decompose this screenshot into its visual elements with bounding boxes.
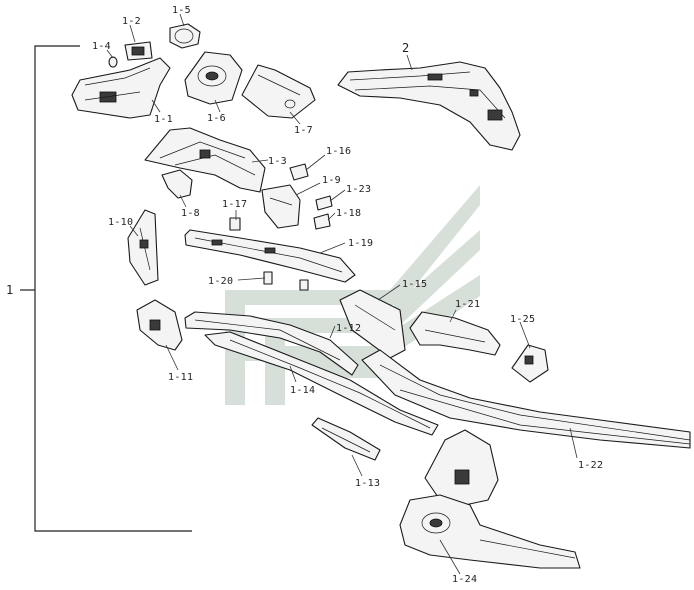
label-1-11: 1-11 [168,372,193,383]
part-1-10 [127,209,159,286]
part-2 [337,61,521,151]
part-1-14 [204,331,439,436]
part-1-15 [339,289,406,359]
part-1-2 [124,41,153,61]
label-1-20: 1-20 [208,276,233,287]
label-1-3: 1-3 [268,156,287,167]
part-1-16 [289,163,309,181]
part-1-20 [263,271,309,291]
part-1-12 [184,311,359,376]
label-1-16: 1-16 [326,146,351,157]
part-1-17 [229,217,241,231]
part-1-13 [311,417,381,461]
label-1-18: 1-18 [336,208,361,219]
callout-labels: 1 1-2 1-4 1-5 1-1 1-6 1-7 2 1-3 1-16 1-8… [6,5,603,585]
label-2: 2 [402,41,409,55]
label-1-21: 1-21 [455,299,480,310]
label-1: 1 [6,283,13,297]
label-1-22: 1-22 [578,460,603,471]
part-1-3 [144,127,266,193]
label-1-13: 1-13 [355,478,380,489]
part-1-19 [184,229,356,283]
part-1-24 [399,429,581,569]
label-1-10: 1-10 [108,217,133,228]
part-1-25 [511,344,549,383]
assembly-bracket [20,45,192,532]
label-1-14: 1-14 [290,385,315,396]
label-1-19: 1-19 [348,238,373,249]
label-1-1: 1-1 [154,114,173,125]
part-1-11 [136,299,183,351]
part-1-1 [71,57,171,119]
part-1-4 [108,56,118,68]
label-1-2: 1-2 [122,16,141,27]
label-1-6: 1-6 [207,113,226,124]
part-1-23 [315,195,333,211]
label-1-17: 1-17 [222,199,247,210]
label-1-23: 1-23 [346,184,371,195]
label-1-24: 1-24 [452,574,477,585]
label-1-25: 1-25 [510,314,535,325]
label-1-4: 1-4 [92,41,111,52]
part-1-21 [409,311,501,356]
part-1-18 [313,213,331,230]
label-1-12: 1-12 [336,323,361,334]
part-1-6 [184,51,243,105]
part-1-22 [361,349,691,449]
part-1-5 [169,23,201,49]
part-1-8 [161,169,193,199]
label-1-9: 1-9 [322,175,341,186]
label-1-5: 1-5 [172,5,191,16]
label-1-7: 1-7 [294,125,313,136]
label-1-15: 1-15 [402,279,427,290]
part-1-7 [241,64,316,119]
label-1-8: 1-8 [181,208,200,219]
part-1-9 [261,184,301,229]
leader-lines [106,13,578,575]
